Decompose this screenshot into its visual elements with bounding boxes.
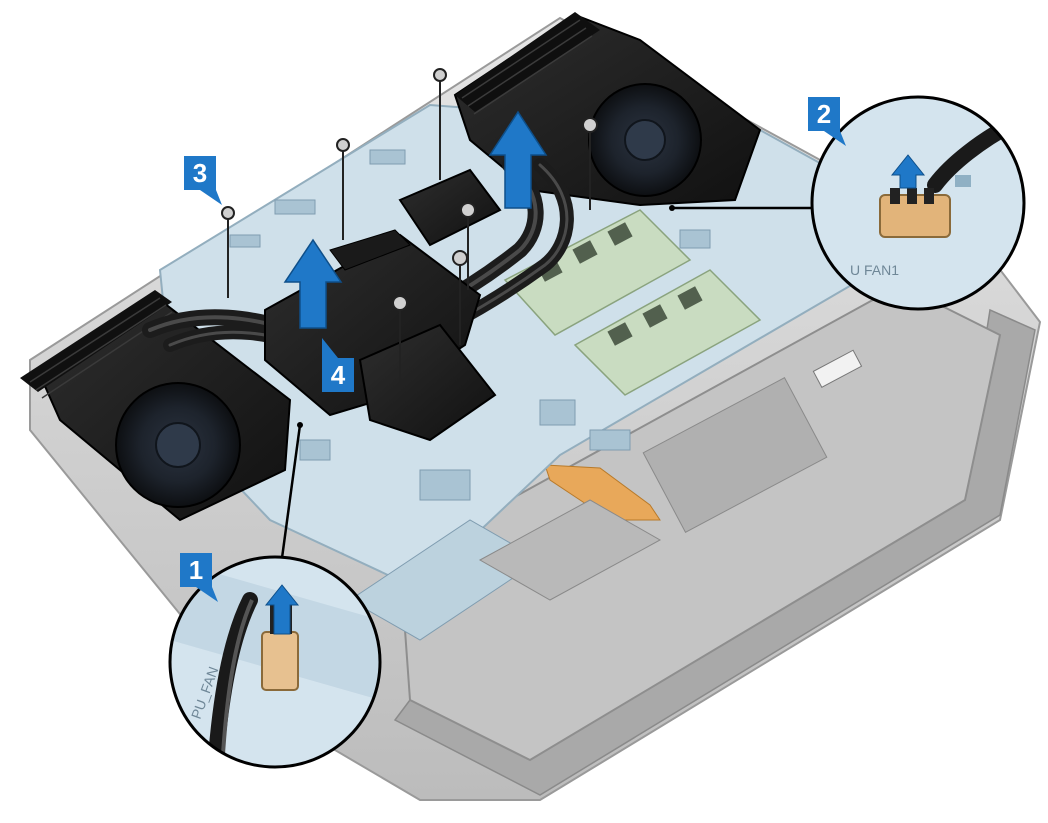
memory-module-upper bbox=[503, 209, 692, 336]
board-components bbox=[229, 149, 711, 501]
callout-3: 3 bbox=[184, 156, 222, 205]
callout-3-number: 3 bbox=[193, 158, 207, 188]
callout-4: 4 bbox=[322, 338, 354, 392]
callout-2: 2 bbox=[808, 97, 846, 146]
inset-left-fan-connector: PU_FAN bbox=[168, 555, 382, 769]
inset-right-fan-connector: U FAN1 bbox=[810, 95, 1026, 311]
callout-4-number: 4 bbox=[331, 360, 346, 390]
screw-head bbox=[582, 117, 598, 133]
svg-text:U FAN1: U FAN1 bbox=[850, 262, 899, 278]
leader-dot-right bbox=[669, 205, 675, 211]
lift-arrow-left bbox=[283, 238, 343, 329]
battery-barcode bbox=[812, 349, 863, 388]
screw-head bbox=[221, 206, 235, 220]
callout-1-number: 1 bbox=[189, 555, 203, 585]
battery-label-panel bbox=[642, 377, 828, 533]
battery-cable bbox=[544, 464, 661, 521]
callout-2-number: 2 bbox=[817, 99, 831, 129]
screw-head bbox=[392, 295, 408, 311]
m2-card bbox=[478, 499, 662, 601]
screw-head bbox=[433, 68, 447, 82]
lift-arrow-right bbox=[488, 110, 548, 209]
cpu-cold-plate bbox=[358, 323, 497, 442]
screw-head bbox=[336, 138, 350, 152]
vrm-plate bbox=[398, 168, 502, 247]
screw-head bbox=[452, 250, 468, 266]
left-fan bbox=[20, 290, 292, 522]
memory-module-lower bbox=[573, 269, 762, 396]
heatsink-bracket bbox=[329, 229, 411, 271]
leader-line-left bbox=[280, 424, 302, 559]
screws bbox=[221, 68, 598, 390]
screw-head bbox=[460, 202, 476, 218]
callout-1: 1 bbox=[180, 553, 218, 602]
leader-dot-left bbox=[297, 422, 303, 428]
